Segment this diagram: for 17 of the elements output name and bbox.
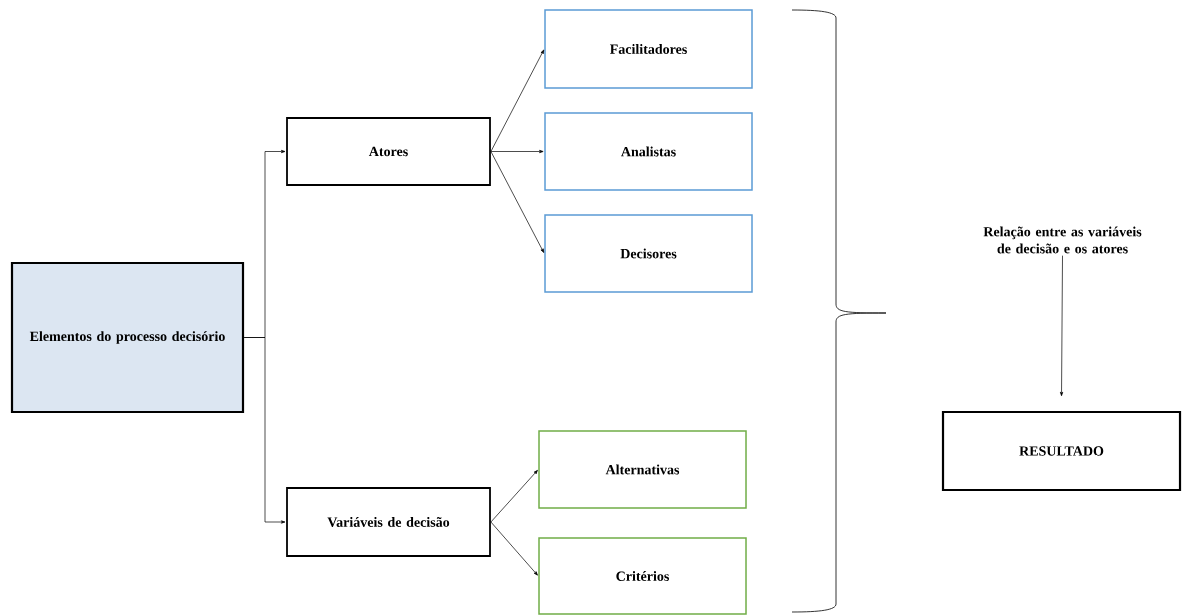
arrow — [490, 151, 545, 253]
item-box: Facilitadores — [544, 9, 753, 89]
result-box: RESULTADO — [941, 410, 1182, 492]
arrow — [490, 149, 544, 154]
note-text: Relação entre as variáveis de decisão e os atores — [983, 226, 1142, 254]
category-box: Atores — [286, 117, 491, 186]
arrow — [490, 521, 538, 576]
arrow — [243, 337, 286, 524]
item-box: Critérios — [538, 537, 747, 615]
arrow — [1059, 255, 1064, 397]
item-box: Alternativas — [538, 430, 747, 509]
main-box: Elementos do processo decisório — [10, 261, 245, 414]
item-box: Analistas — [544, 112, 753, 191]
arrow — [490, 469, 538, 523]
item-box: Decisores — [544, 214, 753, 293]
arrow — [490, 49, 545, 152]
category-box: Variáveis de decisão — [286, 487, 491, 557]
